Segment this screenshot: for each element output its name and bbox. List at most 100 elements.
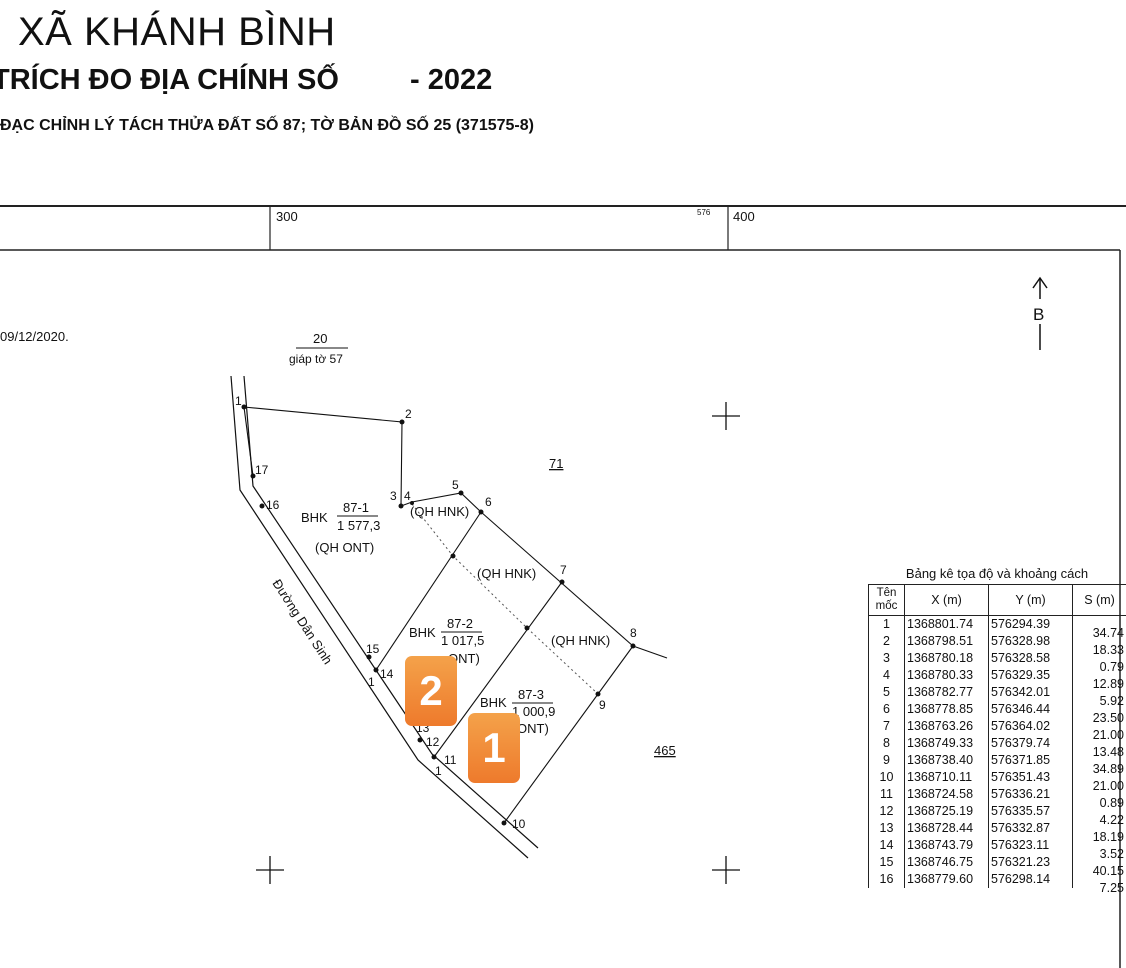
- header-s: S (m): [1072, 584, 1126, 616]
- plot-number: 87-2: [447, 616, 473, 631]
- point-label: 1: [435, 764, 442, 778]
- point-label: 15: [366, 642, 380, 656]
- cell-x: 1368801.74: [904, 615, 989, 633]
- distance-value: 40.15: [1092, 864, 1124, 878]
- cell-point: 5: [868, 684, 905, 701]
- cell-y: 576371.85: [988, 752, 1073, 769]
- cell-x: 1368798.51: [904, 633, 989, 650]
- point-label: 8: [630, 626, 637, 640]
- plot-type: BHK: [301, 510, 328, 525]
- plot-area: 1 017,5: [441, 633, 484, 648]
- cell-y: 576332.87: [988, 820, 1073, 837]
- cell-point: 1: [868, 615, 905, 633]
- cell-distance: 34.74: [1072, 615, 1126, 640]
- distance-value: 13.48: [1092, 745, 1124, 759]
- grid-label-300: 300: [276, 209, 298, 224]
- cell-x: 1368780.33: [904, 667, 989, 684]
- plot-area: 1 577,3: [337, 518, 380, 533]
- extract-year: - 2022: [410, 64, 493, 96]
- survey-date: 09/12/2020.: [0, 329, 69, 344]
- plot-type: BHK: [480, 695, 507, 710]
- plot-87-3: BHK 87-3 1 000,9 ONT): [480, 687, 555, 736]
- cell-distance: 18.19: [1072, 820, 1126, 844]
- cell-y: 576336.21: [988, 786, 1073, 803]
- point-label: 14: [380, 667, 394, 681]
- north-arrow-icon: [1032, 276, 1048, 350]
- cell-x: 1368743.79: [904, 837, 989, 854]
- cell-x: 1368738.40: [904, 752, 989, 769]
- cell-distance: 12.89: [1072, 667, 1126, 691]
- cell-y: 576328.98: [988, 633, 1073, 650]
- table-header-row: Tên mốc X (m) Y (m) S (m): [868, 584, 1126, 616]
- distance-value: 21.00: [1092, 779, 1124, 793]
- header-x: X (m): [904, 584, 989, 616]
- cell-point: 11: [868, 786, 905, 803]
- marker-badge-2[interactable]: 2: [405, 656, 457, 726]
- cell-point: 2: [868, 633, 905, 650]
- grid-label-small: 576: [697, 208, 711, 217]
- point-label: 5: [452, 478, 459, 492]
- extract-title: TRÍCH ĐO ĐỊA CHÍNH SỐ - 2022: [0, 64, 492, 97]
- cell-y: 576321.23: [988, 854, 1073, 871]
- cell-y: 576364.02: [988, 718, 1073, 735]
- extract-description: ĐẠC CHỈNH LÝ TÁCH THỬA ĐẤT SỐ 87; TỜ BẢN…: [0, 117, 534, 134]
- point-label: 11: [444, 753, 457, 767]
- distance-value: 0.89: [1099, 796, 1124, 810]
- plot-number: 87-1: [343, 500, 369, 515]
- point-label: 10: [512, 817, 526, 831]
- cell-distance: 21.00: [1072, 718, 1126, 742]
- cell-y: 576329.35: [988, 667, 1073, 684]
- point-label: 3: [390, 489, 397, 503]
- point-label: 16: [266, 498, 280, 512]
- distance-value: 21.00: [1092, 728, 1124, 742]
- cell-distance: 7.25: [1072, 871, 1126, 895]
- point-labels: 1 2 3 4 5 6 7 8 9 10 11 12 13 14 15 16 1…: [235, 394, 637, 831]
- cell-point: 12: [868, 803, 905, 820]
- distance-value: 23.50: [1092, 711, 1124, 725]
- cell-point: 3: [868, 650, 905, 667]
- coordinate-table-panel: Bảng kê tọa độ và khoảng cách Tên mốc X …: [868, 566, 1126, 895]
- cell-x: 1368778.85: [904, 701, 989, 718]
- point-label: 4: [404, 489, 411, 503]
- cell-distance: 13.48: [1072, 735, 1126, 759]
- point-label: 12: [426, 735, 440, 749]
- parcel-71: 71: [549, 456, 563, 471]
- point-label: 6: [485, 495, 492, 509]
- cell-distance: 5.92: [1072, 684, 1126, 708]
- cell-point: 10: [868, 769, 905, 786]
- cell-x: 1368780.18: [904, 650, 989, 667]
- marker-badge-1[interactable]: 1: [468, 713, 520, 783]
- cell-y: 576342.01: [988, 684, 1073, 701]
- cell-distance: 0.79: [1072, 650, 1126, 674]
- cell-x: 1368724.58: [904, 786, 989, 803]
- distance-value: 5.92: [1099, 694, 1124, 708]
- cell-y: 576351.43: [988, 769, 1073, 786]
- cell-x: 1368782.77: [904, 684, 989, 701]
- road-label: Đường Dân Sinh: [269, 576, 335, 667]
- cell-distance: 4.22: [1072, 803, 1126, 827]
- header-point-name: Tên mốc: [868, 584, 905, 616]
- cell-x: 1368779.60: [904, 871, 989, 888]
- hnk-label: (QH HNK): [477, 566, 536, 581]
- coordinate-table-title: Bảng kê tọa độ và khoảng cách: [905, 566, 1089, 581]
- cell-distance: 34.89: [1072, 752, 1126, 776]
- point-label: 1: [368, 675, 375, 689]
- cell-x: 1368749.33: [904, 735, 989, 752]
- neighbor-number: 20: [313, 331, 327, 346]
- cell-point: 13: [868, 820, 905, 837]
- cell-x: 1368710.11: [904, 769, 989, 786]
- point-label: 9: [599, 698, 606, 712]
- cell-x: 1368728.44: [904, 820, 989, 837]
- extract-title-text: TRÍCH ĐO ĐỊA CHÍNH SỐ: [0, 64, 339, 96]
- grid-label-400: 400: [733, 209, 755, 224]
